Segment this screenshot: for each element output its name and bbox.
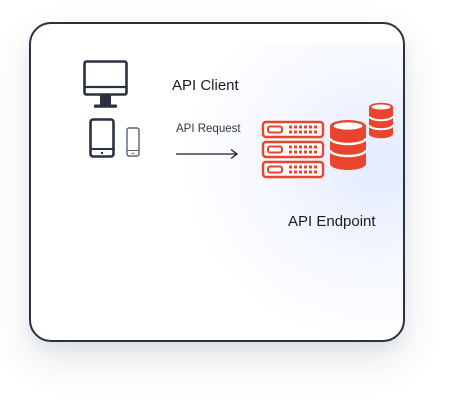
diagram-card: API Client API Request bbox=[29, 22, 405, 342]
server-rack-icon bbox=[261, 120, 325, 179]
database-icon bbox=[328, 120, 368, 170]
api-client-label: API Client bbox=[172, 77, 239, 94]
api-request-label: API Request bbox=[176, 123, 241, 135]
api-endpoint-label: API Endpoint bbox=[288, 213, 376, 230]
database-small-icon bbox=[368, 102, 394, 139]
tablet-icon bbox=[89, 118, 115, 158]
arrow-right-icon bbox=[176, 148, 239, 160]
monitor-icon bbox=[83, 60, 128, 108]
phone-icon bbox=[126, 127, 140, 157]
